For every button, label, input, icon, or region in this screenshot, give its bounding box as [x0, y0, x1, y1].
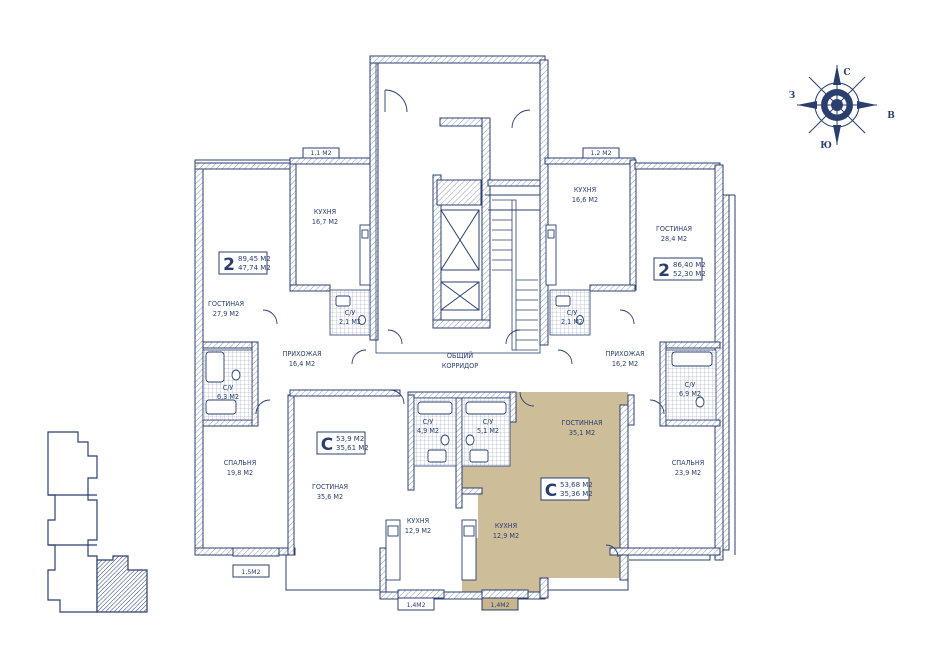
- room-area: 12,9 М2: [405, 526, 431, 535]
- balcony-area: 1,2 М2: [590, 150, 611, 157]
- room-name: КУХНЯ: [407, 516, 429, 525]
- balconies: [232, 147, 620, 611]
- room-name: С/У: [223, 383, 234, 392]
- room-area: 5,1 М2: [477, 426, 499, 435]
- room-area: 6,9 М2: [679, 389, 701, 398]
- room-name: ПРИХОЖАЯ: [283, 349, 322, 358]
- room-name: СПАЛЬНЯ: [672, 458, 704, 467]
- apartment-badge-right-2[interactable]: 2 86,40 М2 52,30 М2: [653, 257, 706, 281]
- corridor-label-line2: КОРРИДОР: [442, 361, 478, 370]
- apartment-living-area: 52,30 М2: [673, 270, 706, 278]
- stairs: [492, 199, 538, 351]
- kitchen-counters: [359, 224, 557, 581]
- apartment-total-area: 53,9 М2: [336, 435, 364, 443]
- room-name: ПРИХОЖАЯ: [606, 349, 645, 358]
- bathroom-fixtures: [205, 295, 713, 463]
- room-name: С/У: [483, 417, 494, 426]
- room-area: 16,2 М2: [612, 359, 638, 368]
- room-name: СПАЛЬНЯ: [224, 458, 256, 467]
- apartment-living-area: 35,61 М2: [336, 444, 369, 452]
- apartment-living-area: 35,36 М2: [560, 490, 593, 498]
- room-area: 2,1 М2: [339, 317, 361, 326]
- balcony-area: 1,4М2: [406, 602, 425, 609]
- room-name: ГОСТИНАЯ: [312, 482, 348, 491]
- room-area: 6,3 М2: [217, 392, 239, 401]
- balcony-area: 1,5М2: [241, 569, 260, 576]
- room-name: С/У: [345, 308, 356, 317]
- stair-rail: [511, 199, 517, 351]
- room-area: 4,9 М2: [417, 426, 439, 435]
- building-key-plan: [47, 431, 148, 613]
- compass-east: В: [887, 111, 895, 121]
- compass-rose: С Ю В З: [789, 65, 895, 151]
- apartment-total-area: 86,40 М2: [673, 261, 706, 269]
- room-name: ГОСТИНАЯ: [656, 224, 692, 233]
- room-name: КУХНЯ: [314, 207, 336, 216]
- apartment-type: С: [545, 481, 557, 501]
- room-area: 35,6 М2: [317, 492, 343, 501]
- room-name: ГОСТИНАЯ: [208, 299, 244, 308]
- outline-lines: [194, 62, 736, 591]
- room-name: С/У: [567, 308, 578, 317]
- elevator-shafts: [436, 179, 482, 311]
- room-name: С/У: [423, 417, 434, 426]
- doors: [255, 89, 665, 558]
- room-area: 16,4 М2: [289, 359, 315, 368]
- balcony-area: 1,1 М2: [310, 150, 331, 157]
- apartment-badge-center-left[interactable]: С 53,9 М2 35,61 М2: [316, 431, 369, 455]
- compass-south: Ю: [820, 141, 832, 151]
- apartment-type: 2: [658, 261, 670, 281]
- apartment-type: 2: [223, 255, 235, 275]
- compass-west: З: [789, 91, 796, 101]
- room-area: 16,6 М2: [572, 195, 598, 204]
- compass-north: С: [843, 68, 850, 78]
- room-area: 35,1 М2: [569, 428, 595, 437]
- room-labels: КУХНЯ 16,7 М2 ГОСТИНАЯ 27,9 М2 ПРИХОЖАЯ …: [208, 150, 704, 609]
- room-name: КУХНЯ: [574, 185, 596, 194]
- corridor-label-line1: ОБЩИЙ: [447, 351, 473, 360]
- room-name: КУХНЯ: [495, 521, 517, 530]
- room-name: ГОСТИННАЯ: [562, 418, 603, 427]
- apartment-badge-center-right[interactable]: С 53,68 М2 35,36 М2: [540, 477, 593, 501]
- room-area: 27,9 М2: [213, 309, 239, 318]
- apartment-type: С: [321, 435, 333, 455]
- apartment-badge-left-2[interactable]: 2 89,45 М2 47,74 М2: [218, 251, 271, 275]
- walls: [194, 55, 730, 600]
- room-area: 19,8 М2: [227, 468, 253, 477]
- apartment-total-area: 53,68 М2: [560, 481, 593, 489]
- apartment-living-area: 47,74 М2: [238, 264, 271, 272]
- balcony-area: 1,4М2: [490, 602, 509, 609]
- room-area: 28,4 М2: [661, 234, 687, 243]
- room-name: С/У: [685, 380, 696, 389]
- room-area: 23,9 М2: [675, 468, 701, 477]
- room-area: 12,9 М2: [493, 531, 519, 540]
- room-area: 16,7 М2: [312, 217, 338, 226]
- room-area: 2,1 М2: [561, 317, 583, 326]
- apartment-total-area: 89,45 М2: [238, 255, 271, 263]
